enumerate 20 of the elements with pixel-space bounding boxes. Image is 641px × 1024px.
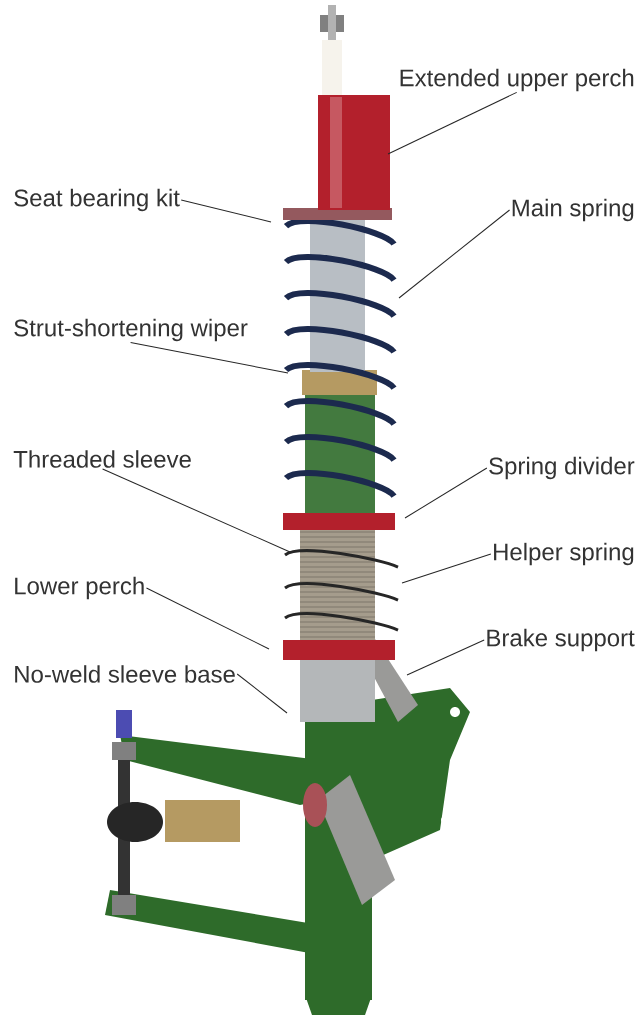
leader-line: [398, 209, 511, 299]
part-label: Strut-shortening wiper: [14, 318, 248, 342]
part-label: No-weld sleeve base: [15, 665, 235, 683]
part-label: Main spring: [512, 198, 634, 222]
leader-line: [236, 673, 288, 714]
part-label: Brake support: [487, 628, 635, 652]
part-label: Seat bearing kit: [14, 188, 180, 212]
part-label: Threaded sleeve: [13, 450, 191, 468]
leader-line: [404, 467, 488, 519]
part-label: Helper spring: [494, 542, 634, 566]
part-label: Extended upper perch: [400, 68, 634, 92]
leader-line: [406, 639, 485, 676]
part-label: Spring divider: [489, 456, 635, 480]
leader-line: [180, 199, 272, 223]
leader-line: [387, 91, 518, 155]
part-label: Lower perch: [15, 576, 144, 600]
leader-line: [145, 587, 270, 650]
leader-line: [401, 553, 492, 584]
leader-line: [130, 341, 289, 374]
leader-line: [102, 468, 291, 553]
